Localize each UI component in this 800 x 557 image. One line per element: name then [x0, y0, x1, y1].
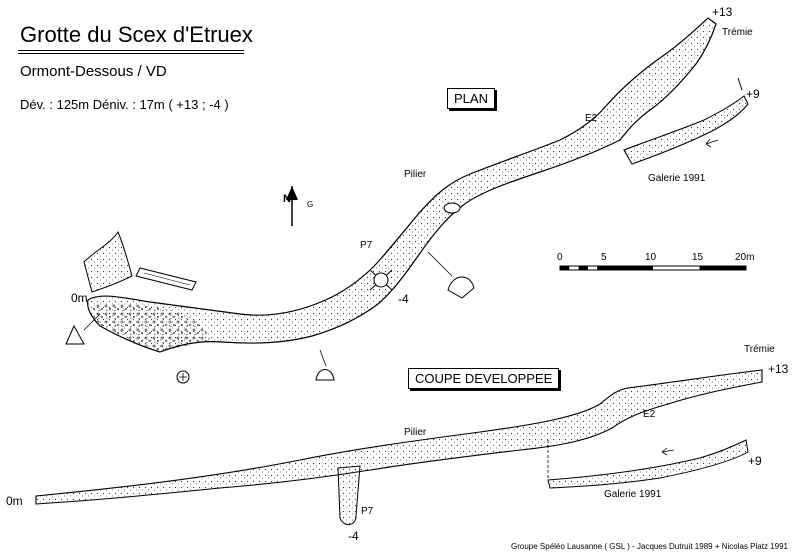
plan-label-plus9: +9	[746, 87, 760, 101]
ledge	[135, 267, 197, 291]
north-letter: N	[283, 193, 291, 205]
north-arrow	[286, 186, 298, 226]
section-p7-shaft	[337, 465, 361, 525]
profile-entrance	[65, 324, 85, 345]
section-label-plus9: +9	[748, 454, 762, 468]
section-label-minus4: -4	[348, 529, 359, 543]
scale-bar	[559, 265, 747, 271]
section-heading: COUPE DEVELOPPEE	[408, 368, 560, 389]
section-label-zero: 0m	[6, 494, 23, 508]
section-label-p7: P7	[361, 506, 374, 517]
survey-title: Grotte du Scex d'Etruex	[20, 22, 253, 47]
entrance-outcrop	[83, 230, 133, 293]
scale-tick: 0	[557, 252, 563, 263]
section-main-passage	[35, 369, 763, 505]
scale-tick: 10	[645, 252, 657, 263]
plan-label-minus4: -4	[398, 292, 409, 306]
scale-tick: 15	[692, 252, 704, 263]
section-label-galerie: Galerie 1991	[604, 489, 662, 500]
plan-label-p7: P7	[360, 240, 373, 251]
scale-tick: 5	[601, 252, 607, 263]
section-label-pilier: Pilier	[404, 427, 427, 438]
title-underline	[18, 50, 244, 51]
north-g-letter: G	[307, 200, 314, 209]
location-subtitle: Ormont-Dessous / VD	[20, 63, 167, 80]
survey-stats: Dév. : 125m Déniv. : 17m ( +13 ; -4 )	[20, 97, 229, 112]
boulder-zone	[92, 302, 210, 352]
pillar	[443, 202, 461, 214]
plan-galerie-1991	[623, 95, 749, 165]
profile-upper	[447, 276, 475, 299]
profile-mid	[315, 369, 335, 381]
plan-label-galerie: Galerie 1991	[648, 173, 706, 184]
plan-label-pilier: Pilier	[404, 169, 427, 180]
p7-shaft-marker	[369, 269, 393, 291]
section-label-e2: E2	[643, 409, 656, 420]
scale-tick: 20m	[735, 252, 755, 263]
section-galerie-1991	[547, 439, 749, 489]
plan-label-zero: 0m	[71, 291, 88, 305]
section-label-tremie: Trémie	[744, 344, 775, 355]
credits: Groupe Spéléo Lausanne ( GSL ) - Jacques…	[511, 542, 788, 551]
title-underline-second	[18, 53, 244, 54]
section-label-plus13: +13	[768, 362, 789, 376]
plan-label-e2: E2	[585, 113, 598, 124]
plan-label-plus13: +13	[712, 5, 733, 19]
plan-heading: PLAN	[447, 88, 495, 109]
plan-label-tremie: Trémie	[722, 27, 753, 38]
